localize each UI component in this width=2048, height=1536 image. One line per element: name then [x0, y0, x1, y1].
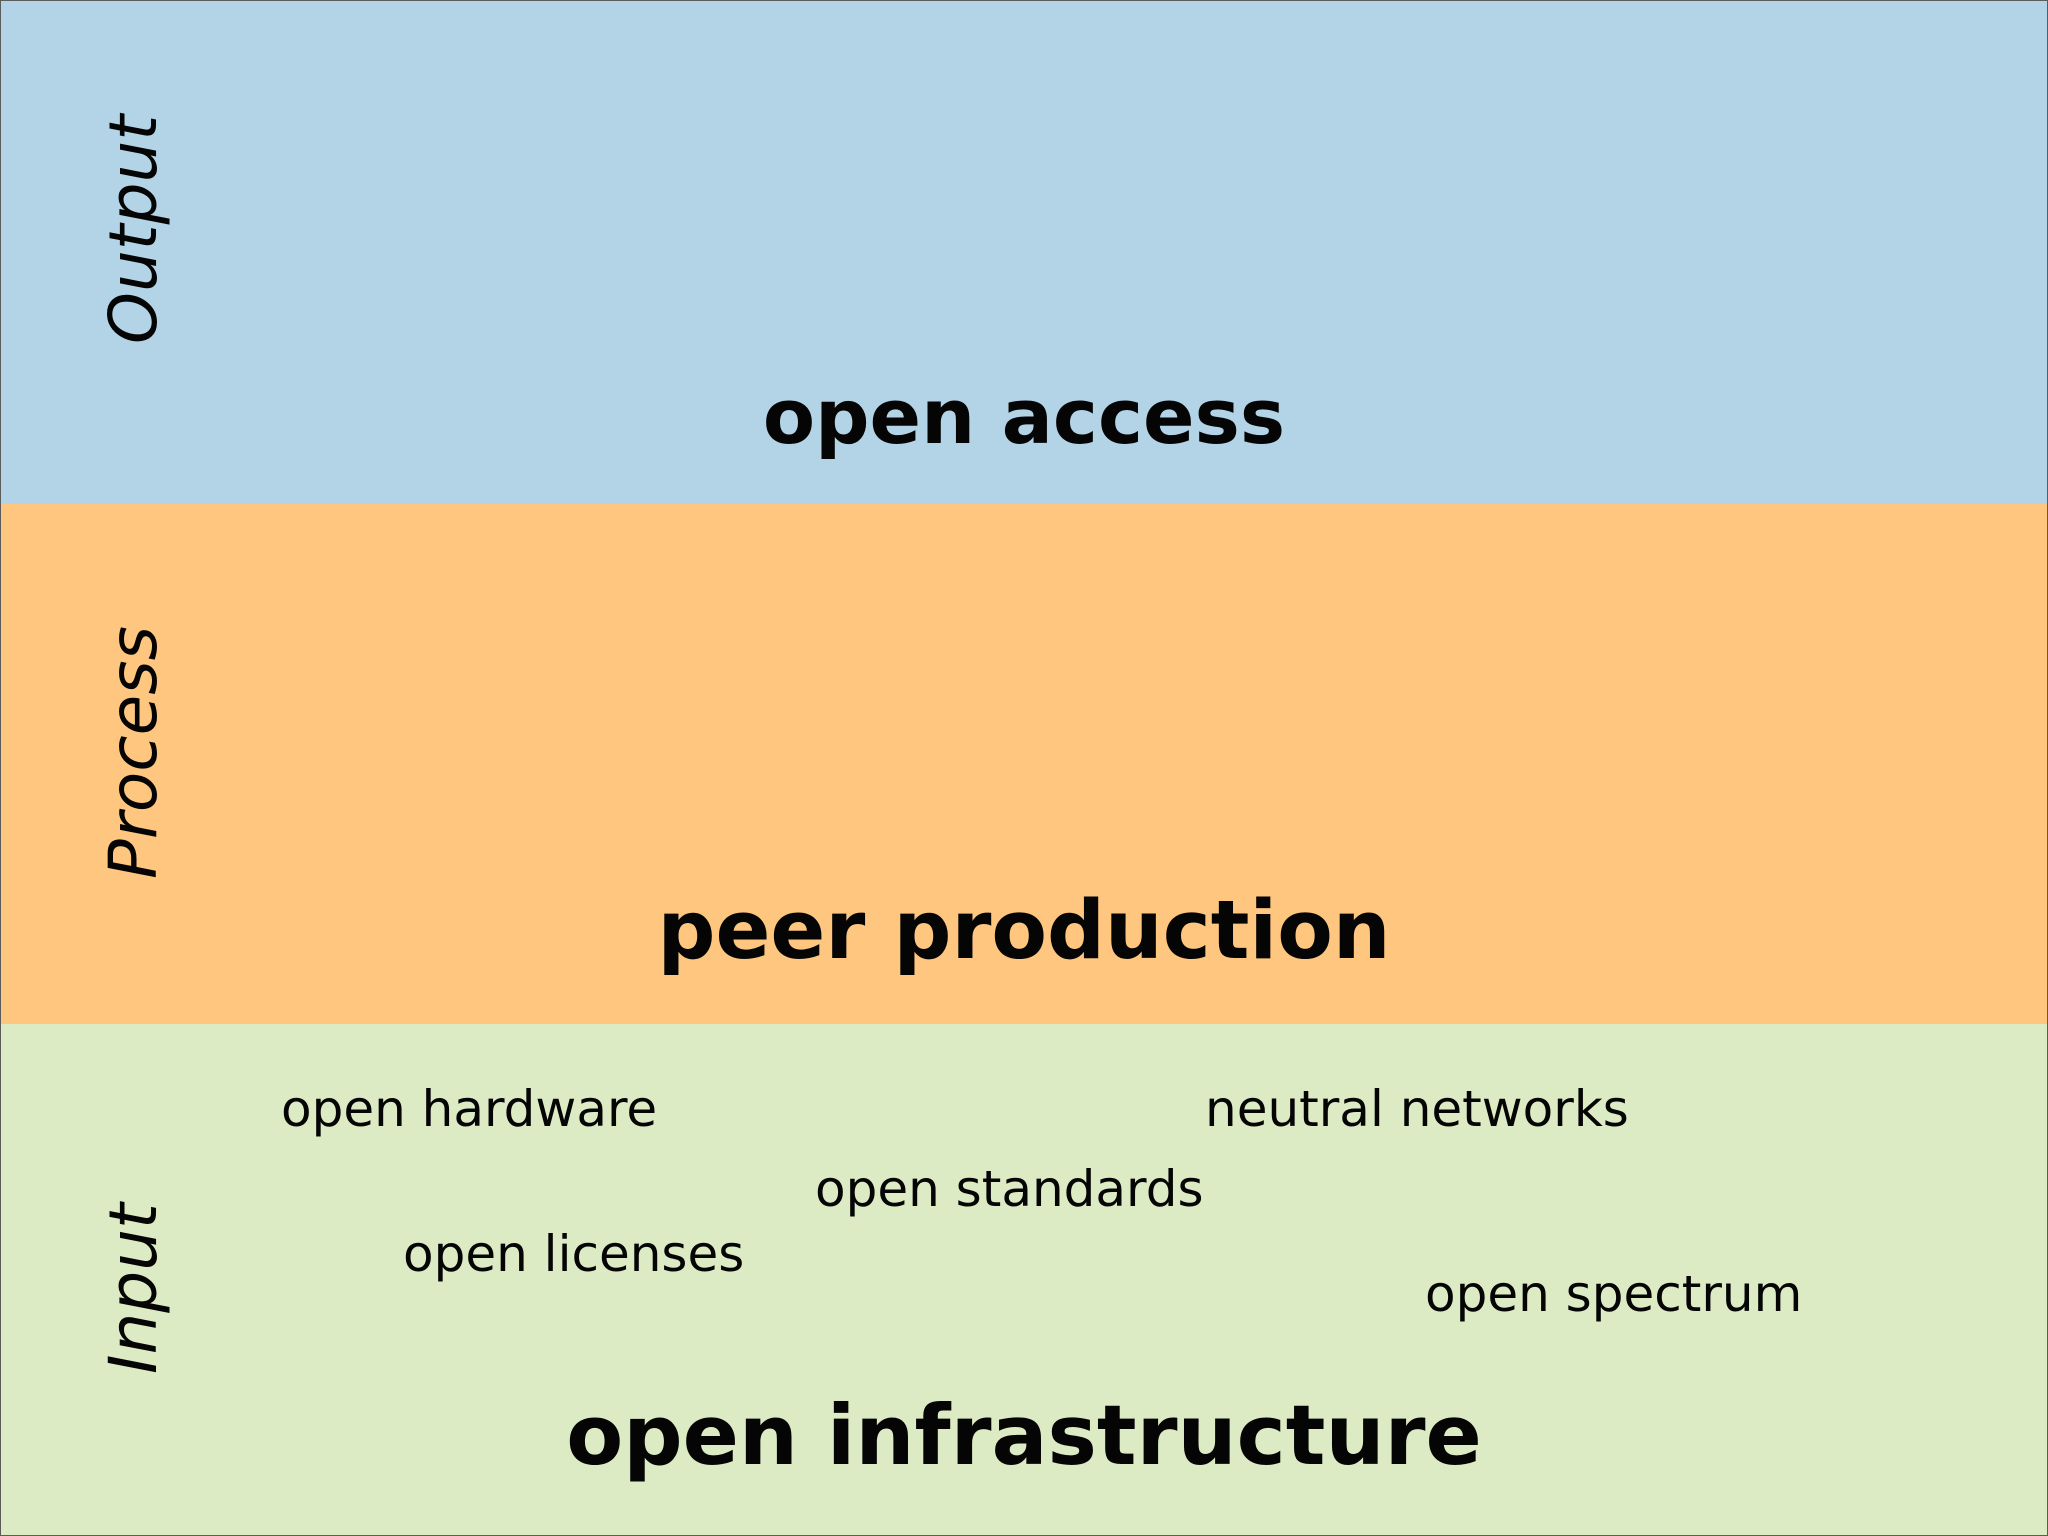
- input-layer-label: Input: [95, 1203, 172, 1374]
- neutral-networks-item: neutral networks: [1205, 1080, 1629, 1138]
- open-spectrum-item: open spectrum: [1425, 1265, 1803, 1323]
- open-infrastructure-headline: open infrastructure: [566, 1387, 1482, 1484]
- open-access-headline: open access: [762, 372, 1286, 461]
- process-layer-label: Process: [95, 626, 172, 879]
- open-hardware-item: open hardware: [281, 1080, 658, 1138]
- output-layer: Output open access: [1, 1, 2047, 504]
- process-layer: Process peer production: [1, 504, 2047, 1024]
- peer-production-headline: peer production: [657, 884, 1391, 978]
- open-licenses-item: open licenses: [403, 1225, 745, 1283]
- input-layer: Input open hardware neutral networks ope…: [1, 1024, 2047, 1535]
- open-standards-item: open standards: [815, 1160, 1204, 1218]
- output-layer-label: Output: [95, 114, 172, 344]
